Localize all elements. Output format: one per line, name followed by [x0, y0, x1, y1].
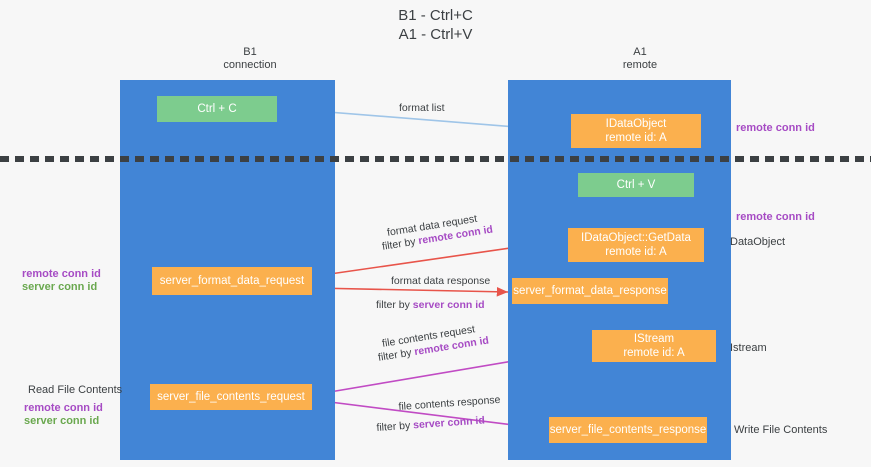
node-idataobject[interactable]: IDataObject remote id: A — [571, 114, 701, 148]
filter-prefix-2: filter by — [376, 299, 413, 311]
node-server-file-contents-response[interactable]: server_file_contents_response — [549, 417, 707, 443]
node-idataobject-getdata[interactable]: IDataObject::GetData remote id: A — [568, 228, 704, 262]
label-write-file-contents: Write File Contents — [734, 424, 828, 436]
page-title: B1 - Ctrl+C A1 - Ctrl+V — [398, 7, 473, 43]
edge-label-format-data-response: format data response — [391, 275, 491, 287]
label-remote-conn-id-left-upper: remote conn id — [22, 268, 101, 280]
node-ctrl-c[interactable]: Ctrl + C — [157, 96, 277, 122]
column-header-a1: A1 remote — [622, 46, 658, 71]
label-remote-conn-id-left-lower: remote conn id — [24, 402, 103, 414]
phase-divider — [0, 156, 871, 162]
node-server-format-data-request[interactable]: server_format_data_request — [152, 267, 312, 295]
node-ctrl-v[interactable]: Ctrl + V — [578, 173, 694, 197]
label-read-file-contents: Read File Contents — [28, 384, 123, 396]
node-server-file-contents-request[interactable]: server_file_contents_request — [150, 384, 312, 410]
label-server-conn-id-left-upper: server conn id — [22, 281, 98, 293]
edge-label-format-data-response-filter: filter by server conn id — [376, 298, 485, 312]
filter-server-conn-id-1: server conn id — [412, 299, 485, 311]
label-remote-conn-id-mid: remote conn id — [736, 211, 815, 223]
column-header-b1: B1 connection — [223, 46, 277, 71]
label-remote-conn-id-top: remote conn id — [736, 122, 815, 134]
edge-format-data-response — [313, 286, 509, 297]
label-server-conn-id-left-lower: server conn id — [24, 415, 100, 427]
edge-file-contents-response — [313, 399, 546, 433]
label-istream: Istream — [730, 342, 767, 354]
label-left-conn-ids-lower: remote conn id server conn id — [24, 402, 103, 428]
label-dataobject: DataObject — [730, 236, 786, 248]
node-server-format-data-response[interactable]: server_format_data_response — [512, 278, 668, 304]
filter-prefix-4: filter by — [376, 419, 414, 434]
label-left-conn-ids-upper: remote conn id server conn id — [22, 268, 101, 294]
node-istream[interactable]: IStream remote id: A — [592, 330, 716, 362]
edge-label-format-list: format list — [399, 102, 445, 114]
